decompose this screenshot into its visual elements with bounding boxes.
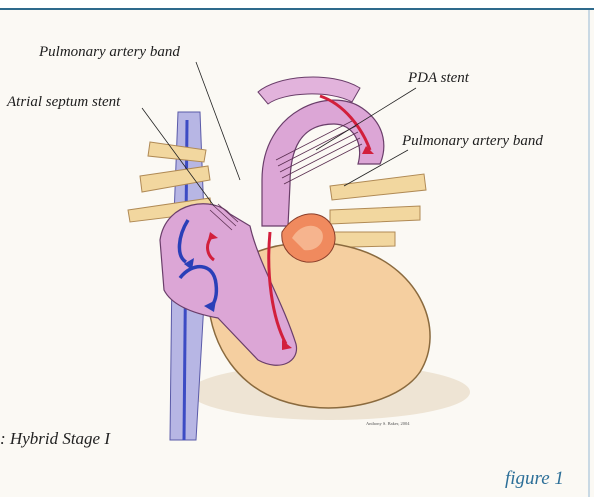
figure-caption: : Hybrid Stage I: [0, 429, 110, 449]
artist-signature: Anthony S. Baker, 2004: [366, 421, 409, 426]
figure-number-label: figure 1: [505, 468, 564, 490]
pulmonary-artery-band-label-right: Pulmonary artery band: [402, 133, 543, 150]
atrial-septum-stent-label: Atrial septum stent: [7, 94, 120, 111]
aortic-arch-top: [258, 77, 360, 104]
pulmonary-artery-band-label-top: Pulmonary artery band: [39, 44, 180, 61]
pda-stent-label: PDA stent: [408, 70, 469, 87]
